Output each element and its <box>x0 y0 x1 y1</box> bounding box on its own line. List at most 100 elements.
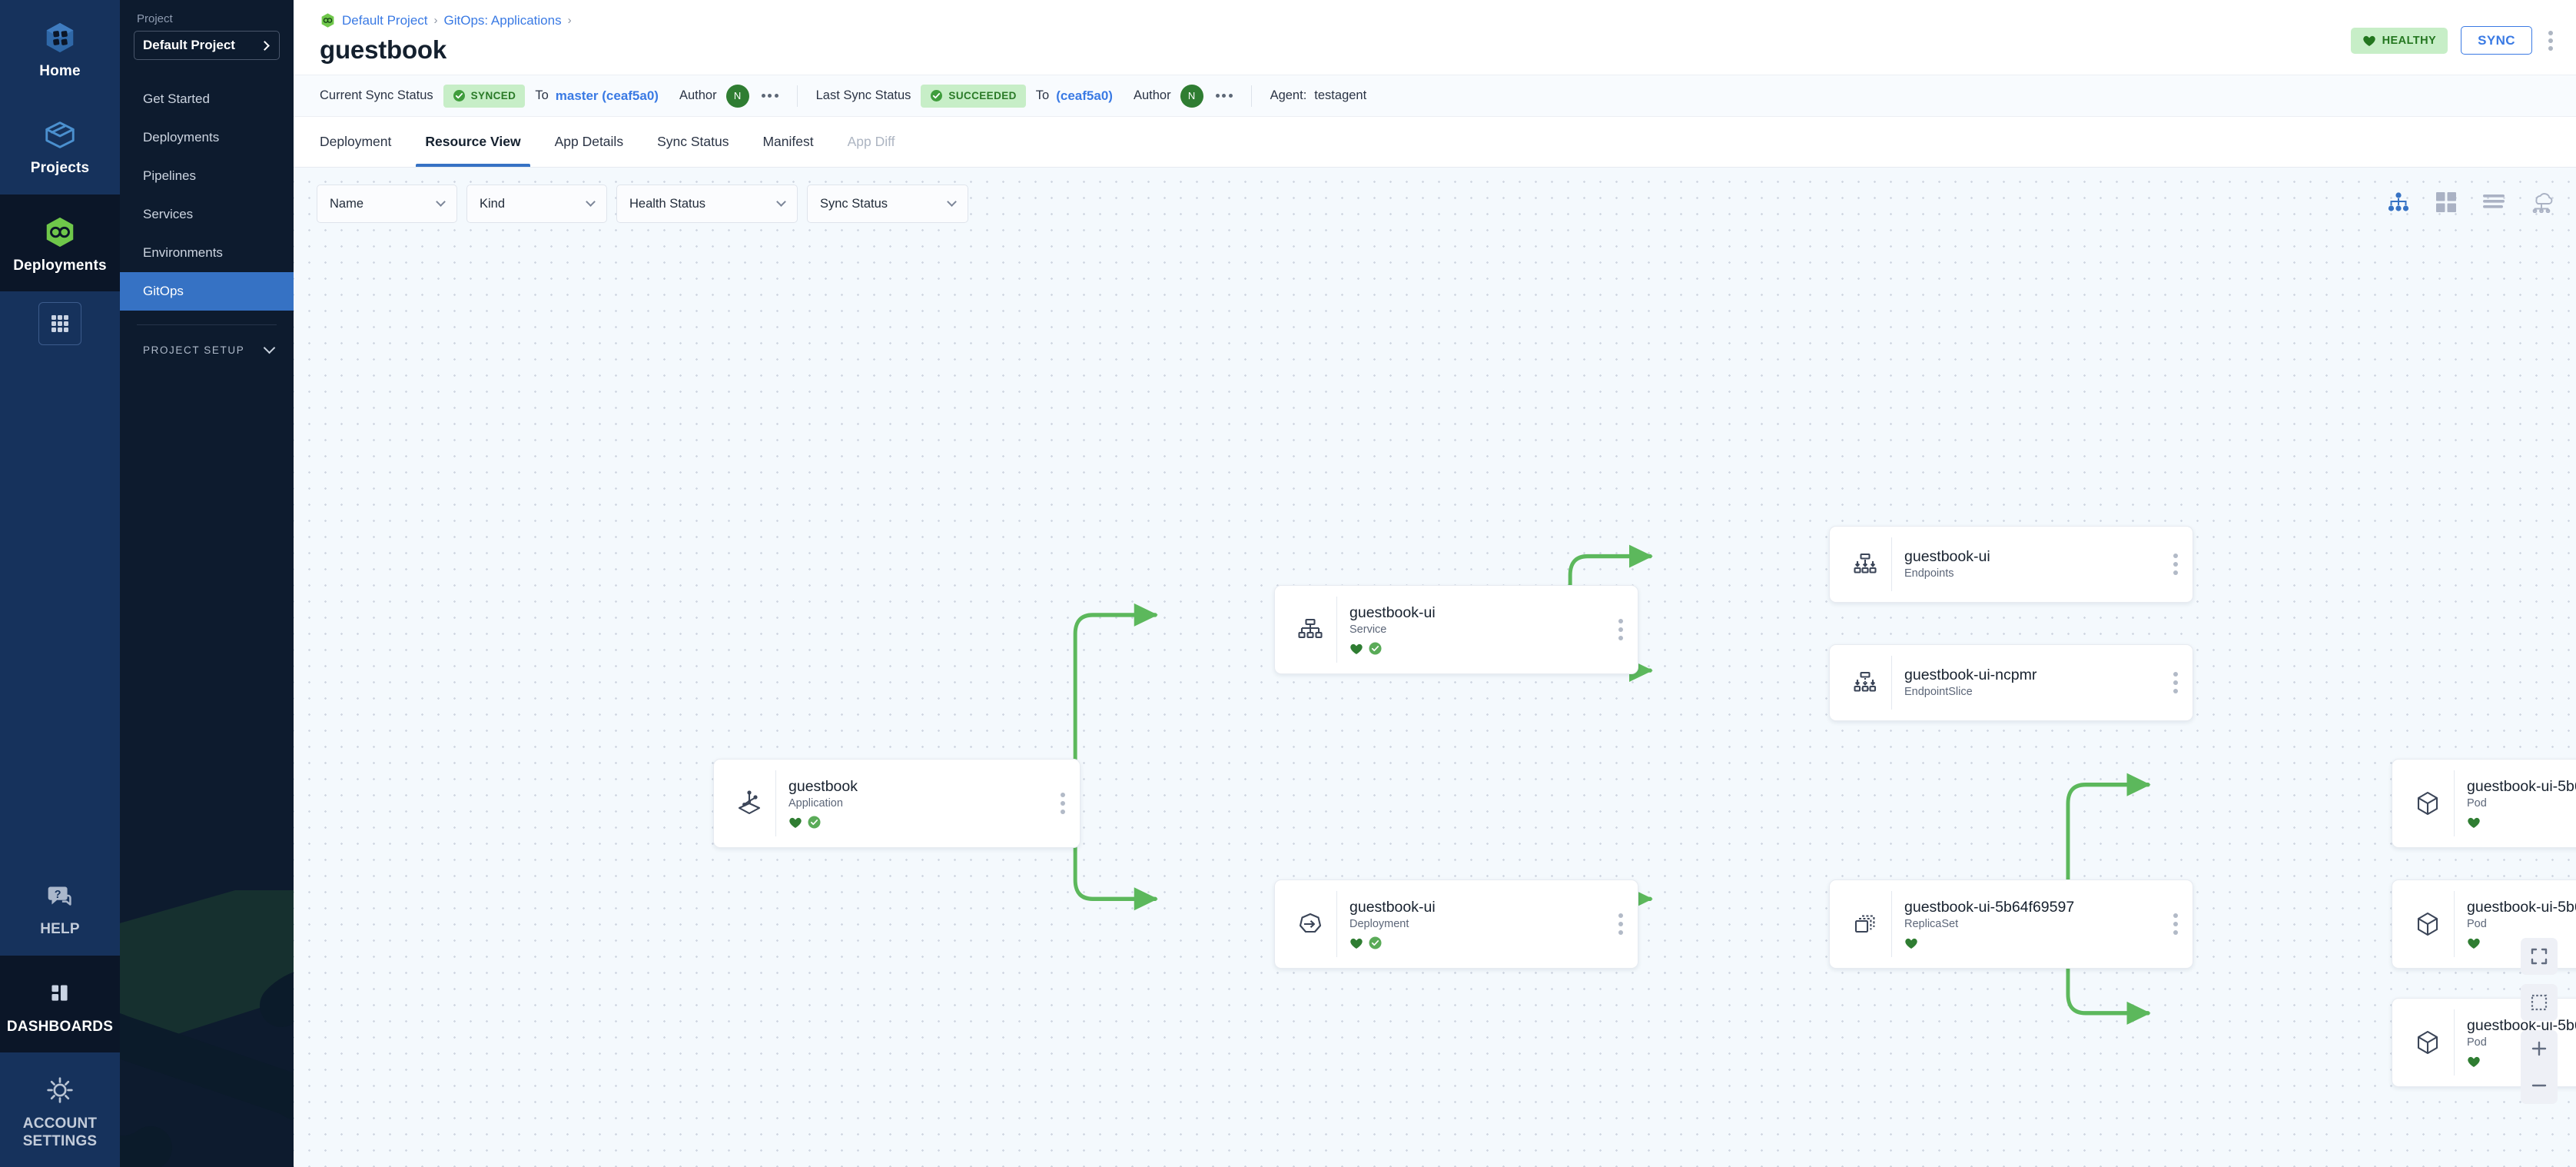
tab-label: App Diff <box>847 134 895 149</box>
sidebar-item-environments[interactable]: Environments <box>120 234 294 272</box>
rail-item-account-settings[interactable]: ACCOUNT SETTINGS <box>0 1052 120 1167</box>
node-body: guestbook-ui Endpoints <box>1904 538 2159 590</box>
fit-screen-button[interactable] <box>2521 938 2558 975</box>
node-kebab-icon[interactable] <box>2159 671 2193 694</box>
sync-button[interactable]: SYNC <box>2461 26 2532 55</box>
kebab-dot <box>1618 913 1624 919</box>
select-region-button[interactable] <box>2521 984 2558 1021</box>
grid-view-icon[interactable] <box>2433 189 2459 215</box>
sync-status-bar: Current Sync Status SYNCED To master (ce… <box>294 75 2576 117</box>
current-sync-more-icon[interactable] <box>761 94 778 98</box>
svg-text:?: ? <box>55 889 61 901</box>
filter-health-status[interactable]: Health Status <box>616 185 798 223</box>
gitops-logo-icon <box>321 13 334 28</box>
kebab-dot <box>1618 635 1624 641</box>
node-kebab-icon[interactable] <box>1604 913 1638 936</box>
filter-kind[interactable]: Kind <box>466 185 607 223</box>
rail-top-group: Home Projects Deployments <box>0 0 120 355</box>
sidebar-item-get-started[interactable]: Get Started <box>120 80 294 118</box>
chevron-right-icon <box>260 40 270 51</box>
zoom-out-icon <box>2531 1084 2547 1087</box>
sidebar-divider <box>137 324 277 325</box>
node-name: guestbook-ui-ncpmr <box>1904 667 2037 684</box>
breadcrumb-separator: › <box>433 14 438 27</box>
breadcrumb-separator: › <box>567 14 572 27</box>
breadcrumb-item-default-project[interactable]: Default Project <box>342 12 428 28</box>
graph-node-endpoints[interactable]: guestbook-ui Endpoints <box>1829 526 2193 603</box>
sidebar-item-label: GitOps <box>143 284 184 298</box>
deployment-icon <box>1289 908 1332 940</box>
filter-name[interactable]: Name <box>317 185 457 223</box>
filter-sync-status[interactable]: Sync Status <box>807 185 968 223</box>
sidebar-watermark <box>120 890 294 1167</box>
node-body: guestbook-ui Service <box>1349 594 1604 665</box>
primary-nav-rail: Home Projects Deployments <box>0 0 120 1167</box>
tab-label: Resource View <box>425 134 521 149</box>
graph-node-deployment[interactable]: guestbook-ui Deployment <box>1274 879 1638 969</box>
sidebar-item-deployments[interactable]: Deployments <box>120 118 294 157</box>
tab-deployment[interactable]: Deployment <box>320 117 408 167</box>
check-circle-icon <box>808 816 821 829</box>
last-sync-revision[interactable]: (ceaf5a0) <box>1056 88 1113 103</box>
tree-view-icon[interactable] <box>2385 189 2412 215</box>
sidebar-item-label: Services <box>143 207 194 221</box>
node-name: guestbook-ui <box>1904 548 1990 566</box>
tab-resource-view[interactable]: Resource View <box>408 117 537 167</box>
current-sync-revision[interactable]: master (ceaf5a0) <box>555 88 659 103</box>
sidebar-item-gitops[interactable]: GitOps <box>120 272 294 311</box>
kebab-dot <box>2548 38 2553 43</box>
zoom-in-button[interactable] <box>2521 1030 2558 1067</box>
network-view-icon[interactable] <box>2528 189 2554 215</box>
node-kind: Deployment <box>1349 918 1409 931</box>
sidebar-item-label: Deployments <box>143 130 220 145</box>
filter-label: Sync Status <box>820 196 888 211</box>
zoom-out-button[interactable] <box>2521 1067 2558 1104</box>
node-kind: Pod <box>2467 797 2487 810</box>
rail-item-label: ACCOUNT SETTINGS <box>22 1115 98 1149</box>
heart-icon <box>789 817 802 828</box>
list-view-icon[interactable] <box>2481 189 2507 215</box>
node-body: guestbook-ui-5b64f6959… Pod <box>2467 889 2576 959</box>
rail-item-label: HELP <box>40 921 80 938</box>
sidebar-content: Project Default Project Get Started Depl… <box>120 0 294 370</box>
kebab-dot <box>1060 792 1066 798</box>
heart-icon <box>2362 35 2375 46</box>
sidebar-section-project-setup[interactable]: PROJECT SETUP <box>120 330 294 370</box>
rail-item-deployments[interactable]: Deployments <box>0 194 120 292</box>
graph-node-service[interactable]: guestbook-ui Service <box>1274 585 1638 674</box>
sidebar-item-pipelines[interactable]: Pipelines <box>120 157 294 195</box>
resource-graph-canvas[interactable]: Name Kind Health Status Sync Status <box>294 168 2576 1167</box>
agent-label: Agent: <box>1270 88 1307 102</box>
sidebar-item-label: Pipelines <box>143 168 196 183</box>
heart-icon <box>1905 938 1917 949</box>
last-sync-more-icon[interactable] <box>1215 94 1233 98</box>
rail-item-help[interactable]: ? HELP <box>0 858 120 956</box>
node-body: guestbook-ui-ncpmr EndpointSlice <box>1904 657 2159 709</box>
graph-node-endpointslice[interactable]: guestbook-ui-ncpmr EndpointSlice <box>1829 644 2193 721</box>
graph-node-pod-1[interactable]: guestbook-ui-5b64f6959… Pod <box>2392 759 2576 848</box>
tab-manifest[interactable]: Manifest <box>745 117 830 167</box>
apps-grid-icon <box>51 315 68 333</box>
rail-item-home[interactable]: Home <box>0 0 120 98</box>
node-kebab-icon[interactable] <box>1046 792 1080 815</box>
node-kebab-icon[interactable] <box>2159 913 2193 936</box>
graph-node-application[interactable]: guestbook Application <box>713 759 1081 848</box>
project-selector[interactable]: Default Project <box>134 31 280 60</box>
breadcrumb-item-gitops-applications[interactable]: GitOps: Applications <box>443 12 562 28</box>
apps-grid-button[interactable] <box>38 302 81 346</box>
check-circle-icon <box>453 90 465 101</box>
last-sync-to-label: To <box>1035 88 1050 102</box>
tab-app-details[interactable]: App Details <box>538 117 641 167</box>
rail-item-label: Home <box>39 63 81 79</box>
rail-item-projects[interactable]: Projects <box>0 97 120 194</box>
status-badge-health: HEALTHY <box>2350 27 2448 54</box>
tab-sync-status[interactable]: Sync Status <box>640 117 745 167</box>
rail-item-dashboards[interactable]: DASHBOARDS <box>0 955 120 1053</box>
node-status-icons <box>1904 936 2159 950</box>
node-kebab-icon[interactable] <box>1604 618 1638 641</box>
node-kebab-icon[interactable] <box>2159 553 2193 576</box>
sidebar-item-services[interactable]: Services <box>120 195 294 234</box>
kebab-dot <box>2173 570 2179 576</box>
graph-node-replicaset[interactable]: guestbook-ui-5b64f69597 ReplicaSet <box>1829 879 2193 969</box>
kebab-menu-icon[interactable] <box>2545 28 2556 54</box>
